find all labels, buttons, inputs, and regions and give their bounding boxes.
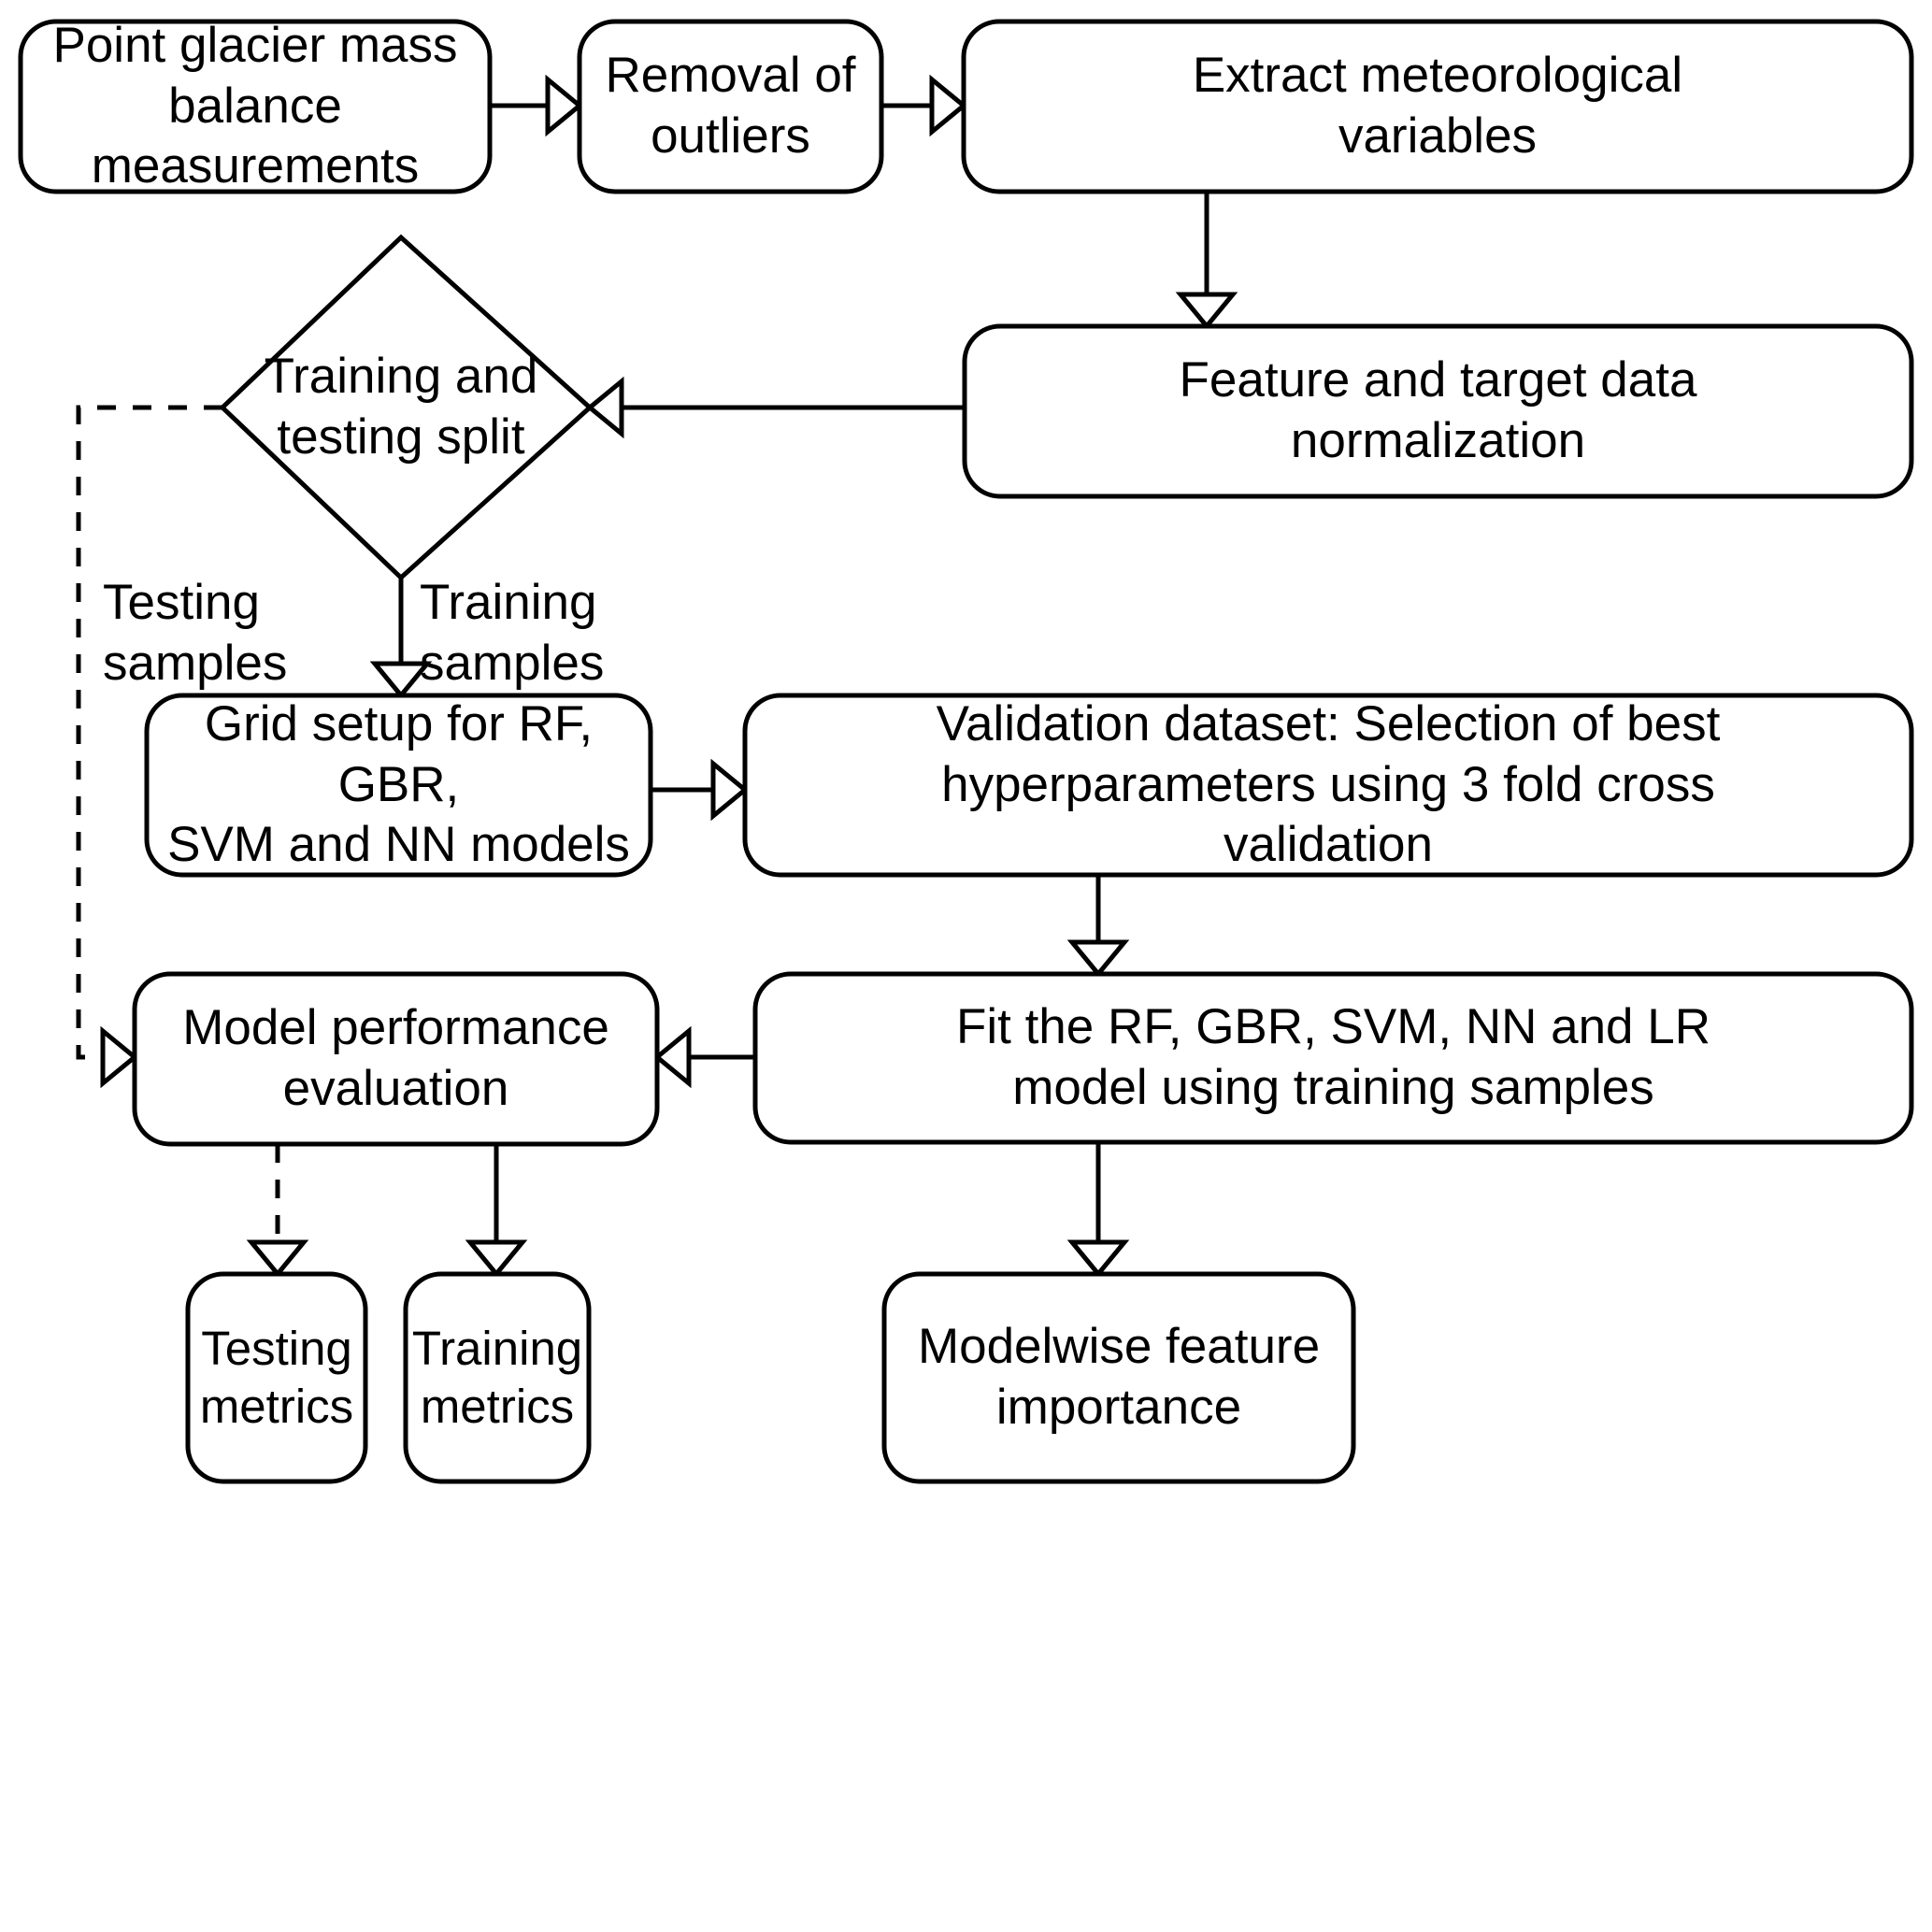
edge-label-testing-samples: Testing samples (103, 575, 288, 691)
edge-extract-to-normalization (1175, 192, 1238, 330)
edge-modeleval-to-training-metrics (465, 1144, 528, 1278)
edge-split-to-grid (369, 578, 433, 699)
edge-split-to-modeleval-dashed (76, 405, 222, 1089)
edge-normalization-to-split (586, 376, 965, 439)
node-training-metrics[interactable] (403, 1271, 592, 1484)
edge-validation-to-fit (1066, 873, 1130, 978)
node-testing-metrics[interactable] (185, 1271, 368, 1484)
node-grid-setup[interactable] (144, 693, 653, 878)
node-model-performance-evaluation[interactable] (132, 971, 660, 1147)
edge-massbalance-to-outliers (490, 74, 583, 137)
node-feature-importance[interactable] (881, 1271, 1356, 1484)
edge-fit-to-modeleval (653, 1025, 755, 1089)
node-fit-models[interactable] (752, 971, 1914, 1145)
edge-grid-to-validation (651, 758, 749, 822)
node-training-testing-split[interactable] (219, 234, 594, 581)
edge-fit-to-feature-importance (1066, 1142, 1130, 1278)
edge-modeleval-to-testing-metrics (246, 1144, 309, 1278)
node-validation-dataset[interactable] (742, 693, 1914, 878)
edge-outliers-to-extract (881, 74, 967, 137)
node-extract-meteorological[interactable] (961, 19, 1914, 194)
edge-label-training-samples: Training samples (420, 575, 605, 691)
node-point-mass-balance[interactable] (18, 19, 493, 194)
node-normalization[interactable] (962, 323, 1914, 499)
node-removal-outliers[interactable] (577, 19, 884, 194)
